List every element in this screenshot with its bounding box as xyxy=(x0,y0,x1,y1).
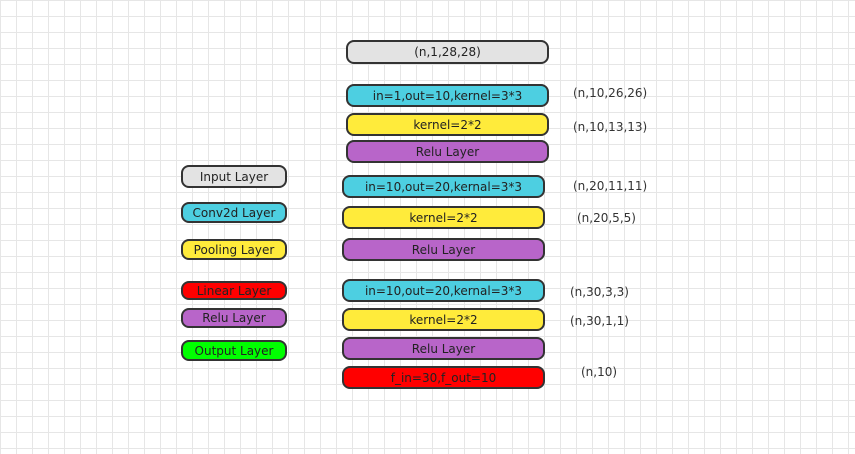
conv2d-node-2: in=10,out=20,kernal=3*3 xyxy=(342,175,545,198)
conv2d-node-1: in=1,out=10,kernel=3*3 xyxy=(346,84,549,107)
pooling-node-3: kernel=2*2 xyxy=(342,308,545,331)
input-shape-node: (n,1,28,28) xyxy=(346,40,549,64)
shape-label-pool2: (n,20,5,5) xyxy=(577,211,636,225)
legend-linear-layer: Linear Layer xyxy=(181,281,287,300)
legend-pooling-layer: Pooling Layer xyxy=(181,239,287,260)
legend-conv2d-layer: Conv2d Layer xyxy=(181,202,287,223)
legend-input-layer: Input Layer xyxy=(181,165,287,188)
relu-node-1: Relu Layer xyxy=(346,140,549,163)
shape-label-conv3: (n,30,3,3) xyxy=(570,285,629,299)
shape-label-pool3: (n,30,1,1) xyxy=(570,314,629,328)
pooling-node-2: kernel=2*2 xyxy=(342,206,545,229)
shape-label-pool1: (n,10,13,13) xyxy=(573,120,648,134)
shape-label-conv2: (n,20,11,11) xyxy=(573,179,648,193)
legend-relu-layer: Relu Layer xyxy=(181,308,287,328)
relu-node-3: Relu Layer xyxy=(342,337,545,360)
conv2d-node-3: in=10,out=20,kernal=3*3 xyxy=(342,279,545,302)
shape-label-conv1: (n,10,26,26) xyxy=(573,86,648,100)
pooling-node-1: kernel=2*2 xyxy=(346,113,549,136)
legend-output-layer: Output Layer xyxy=(181,340,287,361)
relu-node-2: Relu Layer xyxy=(342,238,545,261)
linear-node: f_in=30,f_out=10 xyxy=(342,366,545,389)
shape-label-linear: (n,10) xyxy=(581,365,618,379)
